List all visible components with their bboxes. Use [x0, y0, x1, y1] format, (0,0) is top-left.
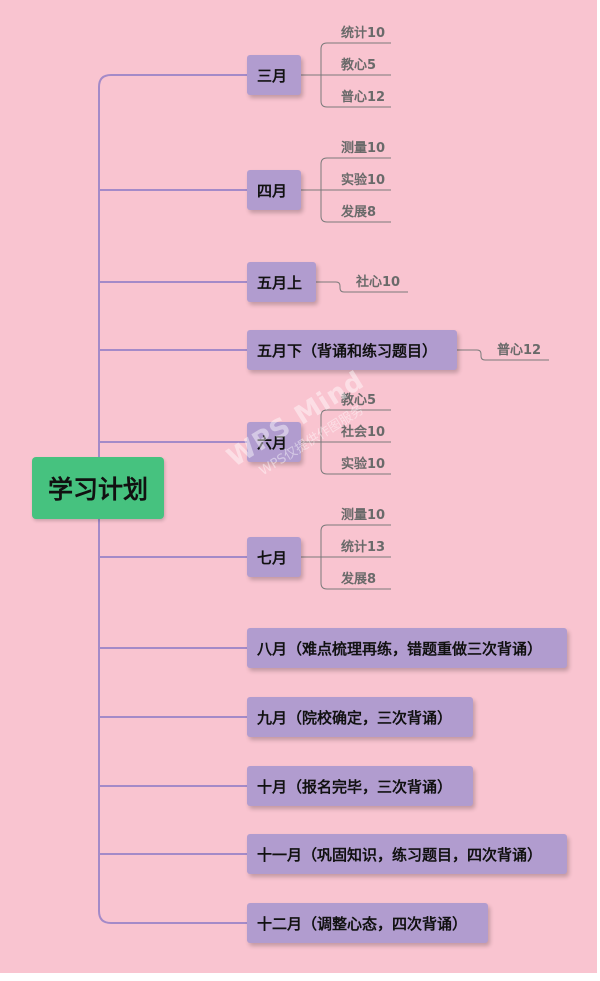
subject-leaf[interactable]: 实验10 [341, 457, 386, 472]
month-node[interactable]: 九月（院校确定，三次背诵） [247, 697, 473, 737]
connector-line [320, 582, 391, 590]
connector-line [320, 409, 391, 417]
month-node[interactable]: 五月下（背诵和练习题目） [247, 330, 457, 370]
subject-leaf[interactable]: 测量10 [341, 141, 386, 156]
connector-line [98, 910, 247, 924]
month-node[interactable]: 十月（报名完毕，三次背诵） [247, 766, 473, 806]
subject-leaf[interactable]: 发展8 [341, 572, 377, 587]
month-node[interactable]: 十二月（调整心态，四次背诵） [247, 903, 488, 943]
connector-line [98, 74, 247, 88]
subject-leaf[interactable]: 社心10 [356, 275, 401, 290]
month-node[interactable]: 八月（难点梳理再练，错题重做三次背诵） [247, 628, 567, 668]
connector-line [320, 157, 391, 165]
subject-leaf[interactable]: 普心12 [497, 343, 542, 358]
subject-leaf[interactable]: 统计10 [341, 26, 386, 41]
connector-line [320, 215, 391, 223]
month-node[interactable]: 七月 [247, 537, 301, 577]
connector-line [320, 100, 391, 108]
subject-leaf[interactable]: 教心5 [341, 393, 377, 408]
connector-line [316, 281, 408, 293]
month-node[interactable]: 三月 [247, 55, 301, 95]
subject-leaf[interactable]: 普心12 [341, 90, 386, 105]
connector-line [320, 467, 391, 475]
month-node[interactable]: 六月 [247, 422, 301, 462]
connector-line [320, 42, 391, 50]
month-node[interactable]: 四月 [247, 170, 301, 210]
subject-leaf[interactable]: 发展8 [341, 205, 377, 220]
subject-leaf[interactable]: 统计13 [341, 540, 386, 555]
root-node[interactable]: 学习计划 [32, 457, 164, 519]
subject-leaf[interactable]: 测量10 [341, 508, 386, 523]
connector-line [320, 524, 391, 532]
subject-leaf[interactable]: 实验10 [341, 173, 386, 188]
month-node[interactable]: 十一月（巩固知识，练习题目，四次背诵） [247, 834, 567, 874]
month-node[interactable]: 五月上 [247, 262, 316, 302]
subject-leaf[interactable]: 教心5 [341, 58, 377, 73]
connector-line [457, 349, 549, 361]
subject-leaf[interactable]: 社会10 [341, 425, 386, 440]
